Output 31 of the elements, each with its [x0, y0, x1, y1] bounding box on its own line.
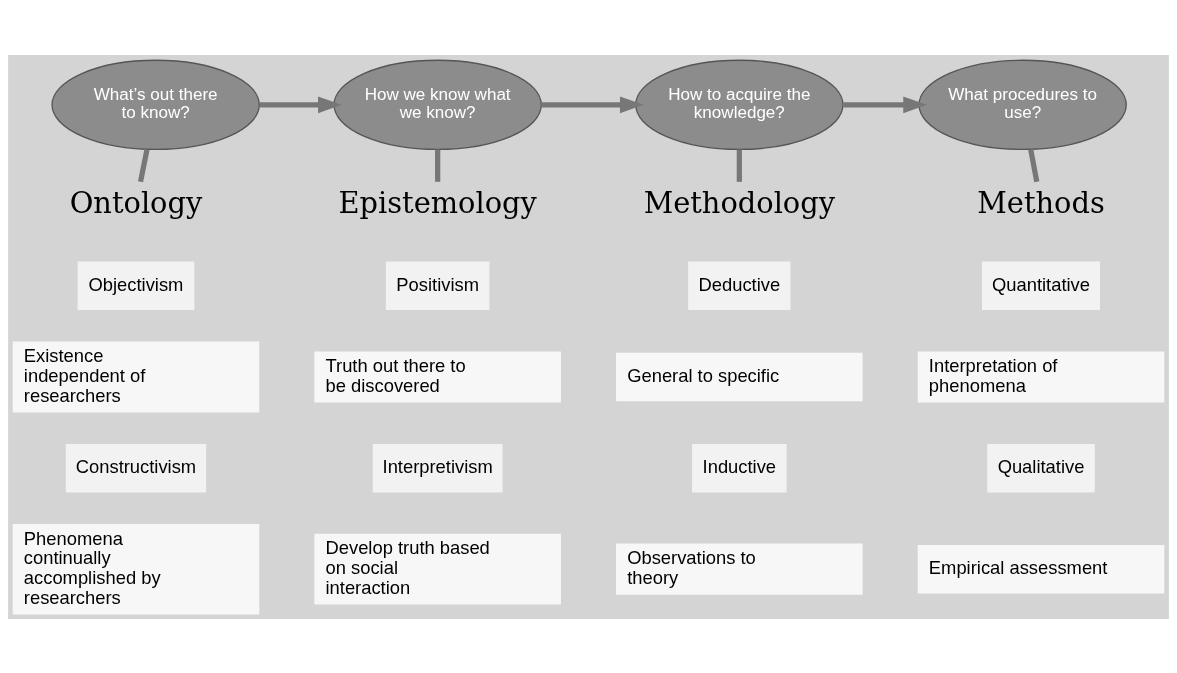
node-ellipse: What’s out there to know?	[51, 59, 260, 150]
node-ellipse: What procedures to use?	[918, 59, 1127, 150]
arrow	[259, 96, 342, 113]
node-box: Positivism	[385, 261, 490, 310]
connector	[137, 148, 150, 182]
connector	[435, 149, 441, 182]
connector	[1028, 148, 1040, 182]
node-box: Interpretivism	[372, 443, 503, 492]
node-box: Qualitative	[987, 443, 1095, 492]
node-box: Phenomena continually accomplished by researchers	[12, 523, 260, 614]
node-ellipse: How to acquire the knowledge?	[635, 59, 844, 150]
node-text: Ontology	[69, 185, 203, 220]
connector	[736, 149, 742, 182]
node-box: Inductive	[692, 443, 787, 492]
node-box: Develop truth based on social interaction	[314, 533, 561, 605]
arrow	[843, 96, 927, 113]
node-text: Methodology	[643, 185, 835, 220]
node-box: Observations to theory	[616, 543, 863, 595]
node-box: Objectivism	[77, 261, 195, 310]
node-ellipse: How we know what we know?	[333, 59, 542, 150]
arrow	[541, 96, 644, 113]
node-text: Epistemology	[338, 185, 537, 220]
node-box: Existence independent of researchers	[12, 341, 260, 412]
node-box: Interpretation of phenomena	[917, 350, 1165, 403]
node-box: Deductive	[688, 261, 791, 310]
node-box: Truth out there to be discovered	[314, 350, 561, 403]
node-text: Methods	[977, 185, 1105, 220]
node-box: General to specific	[616, 352, 863, 401]
node-box: Quantitative	[982, 261, 1101, 310]
node-box: Empirical assessment	[917, 544, 1165, 593]
node-box: Constructivism	[65, 443, 207, 492]
